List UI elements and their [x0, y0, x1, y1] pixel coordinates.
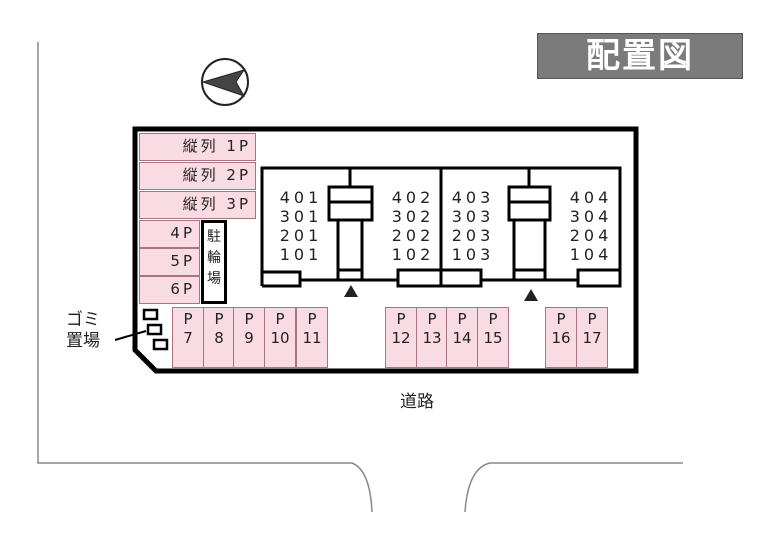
slot-number: 17 — [582, 329, 602, 347]
garbage-label-1: ゴミ — [66, 310, 100, 330]
slot-p: P — [396, 310, 406, 328]
slot-p: P — [457, 310, 467, 328]
unit: 402 — [391, 188, 435, 207]
property-line-right — [464, 462, 683, 513]
unit: 101 — [279, 245, 323, 264]
garbage-bins-icon — [142, 308, 169, 351]
entrance-marker-icon — [344, 285, 358, 297]
slot-number: 16 — [551, 329, 571, 347]
parking-5: 5P — [139, 248, 200, 276]
slot-p: P — [556, 310, 566, 328]
slot-number: 11 — [302, 329, 322, 347]
bike-label-1: 駐 — [207, 229, 221, 245]
bike-label-2: 輪 — [207, 250, 221, 266]
slot-number: 9 — [244, 329, 254, 347]
site-boundary — [132, 126, 639, 374]
building-outline — [260, 166, 622, 288]
slot-p: P — [214, 310, 224, 328]
unit: 303 — [451, 207, 495, 226]
bicycle-parking: 駐 輪 場 — [201, 220, 227, 304]
slot-p: P — [244, 310, 254, 328]
compass-icon — [201, 58, 249, 106]
unit: 102 — [391, 245, 435, 264]
slot-p: P — [275, 310, 285, 328]
unit: 401 — [279, 188, 323, 207]
entrance-marker-icon — [524, 289, 538, 301]
slot-p: P — [427, 310, 437, 328]
slot-number: 15 — [483, 329, 503, 347]
slot-number: 8 — [214, 329, 224, 347]
slot-number: 13 — [422, 329, 442, 347]
garbage-area-label: ゴミ 置場 — [66, 310, 100, 352]
slot-number: 7 — [183, 329, 193, 347]
parking-tandem-3: 縦列 3P — [139, 191, 256, 219]
page-title: 配置図 — [537, 33, 743, 79]
property-line-left — [37, 42, 373, 513]
slot-number: 14 — [452, 329, 472, 347]
unit: 404 — [569, 188, 613, 207]
parking-4: 4P — [139, 220, 200, 248]
slot-number: 12 — [391, 329, 411, 347]
garbage-pointer — [114, 330, 147, 341]
unit: 103 — [451, 245, 495, 264]
parking-tandem-1: 縦列 1P — [139, 133, 256, 161]
unit: 104 — [569, 245, 613, 264]
parking-tandem-2: 縦列 2P — [139, 162, 256, 190]
slot-p: P — [183, 310, 193, 328]
slot-number: 10 — [270, 329, 290, 347]
parking-6: 6P — [139, 276, 200, 304]
bike-label-3: 場 — [207, 271, 221, 287]
slot-p: P — [587, 310, 597, 328]
unit: 204 — [569, 226, 613, 245]
unit: 201 — [279, 226, 323, 245]
unit: 304 — [569, 207, 613, 226]
slot-p: P — [307, 310, 317, 328]
garbage-label-2: 置場 — [66, 331, 100, 351]
unit: 301 — [279, 207, 323, 226]
unit: 403 — [451, 188, 495, 207]
unit: 202 — [391, 226, 435, 245]
unit: 203 — [451, 226, 495, 245]
road-label: 道路 — [400, 392, 434, 412]
unit: 302 — [391, 207, 435, 226]
slot-p: P — [488, 310, 498, 328]
